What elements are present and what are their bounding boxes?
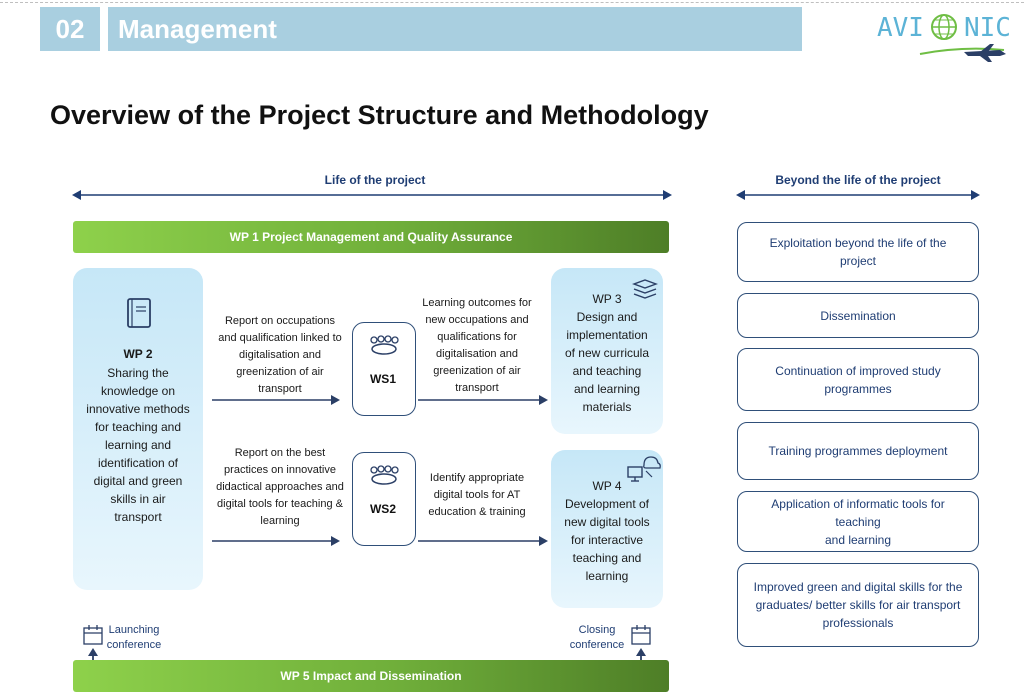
flow-arrows [212,395,548,546]
cloud-computer-icon [627,456,661,482]
ws2-label: WS2 [369,502,396,516]
wp4-box [551,450,663,608]
logo-text-right: NIC [964,13,1011,43]
section-number: 02 [40,7,100,51]
section-title: Management [108,7,802,51]
wp3-box [551,268,663,434]
meeting-icon [370,465,399,485]
avionic-logo: AVI NIC [872,6,1022,66]
life-of-project-label: Life of the project [324,173,426,187]
life-of-project-arrow [72,190,672,200]
wp4-title: WP 4 [592,479,622,493]
ws1-label: WS1 [369,372,396,386]
wp1-bar: WP 1 Project Management and Quality Assu… [73,221,669,253]
wp2-title: WP 2 [123,347,153,361]
beyond-item-improved-skills: Improved green and digital skills for th… [737,563,979,647]
top-dashed-line [0,2,1024,3]
beyond-item-exploitation: Exploitation beyond the life of the proj… [737,222,979,282]
beyond-item-informatic-tools: Application of informatic tools for teac… [737,491,979,552]
page-title: Overview of the Project Structure and Me… [50,100,709,130]
logo-text-left: AVI [877,13,924,43]
book-icon [127,298,151,328]
beyond-life-label: Beyond the life of the project [775,173,941,187]
meeting-icon [370,335,399,355]
stack-icon [632,279,658,299]
wp5-bar: WP 5 Impact and Dissemination [73,660,669,692]
beyond-item-dissemination: Dissemination [737,293,979,338]
beyond-item-training-deployment: Training programmes deployment [737,422,979,480]
beyond-life-arrow [736,190,980,200]
wp3-title: WP 3 [592,292,622,306]
wp2-box [73,268,203,590]
